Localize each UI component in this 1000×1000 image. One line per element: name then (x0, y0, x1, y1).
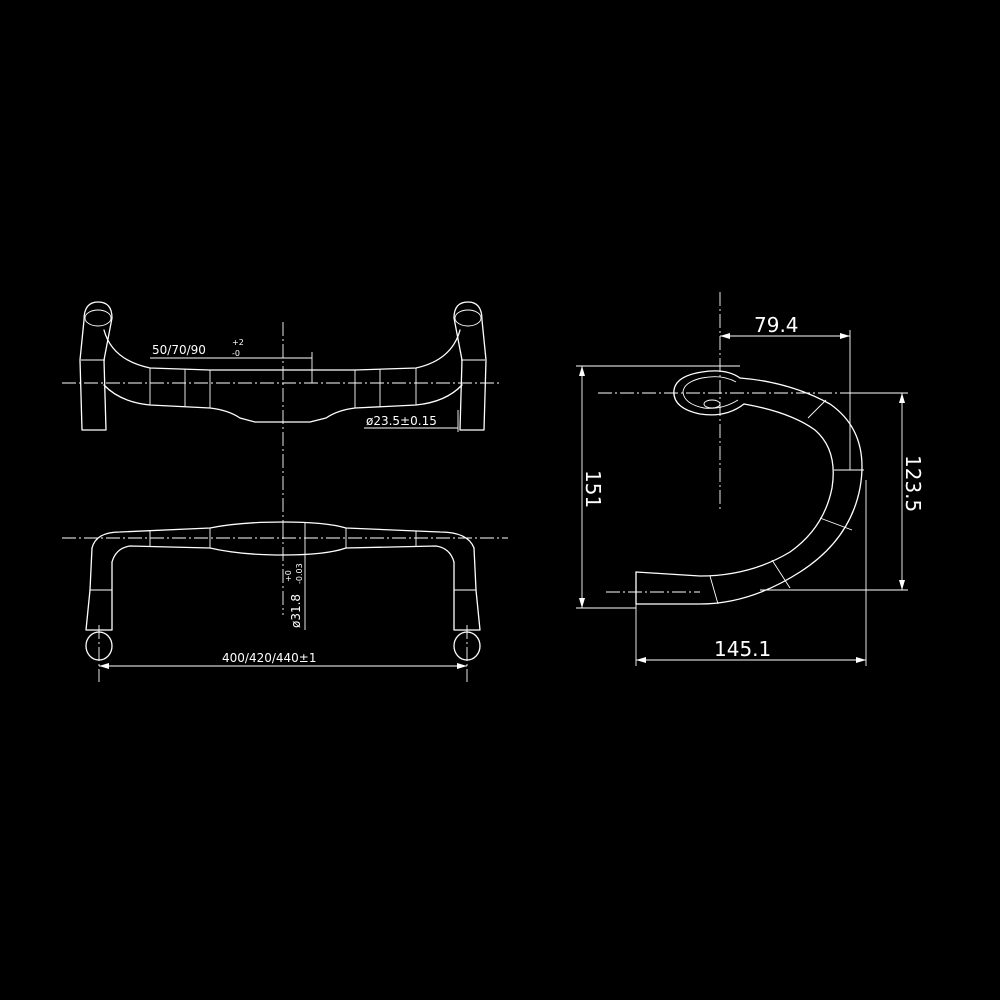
front-right-bar-end (454, 309, 482, 327)
top-width-arrow-right (457, 663, 467, 669)
side-total-drop-arrow-top (579, 366, 585, 376)
side-drop-label: 123.5 (901, 455, 925, 512)
side-drop-arrow-top (899, 393, 905, 403)
top-view: ø31.8 +0 -0.03 400/420/440±1 (62, 521, 508, 682)
side-total-drop-arrow-bottom (579, 598, 585, 608)
side-total-drop-label: 151 (581, 470, 605, 508)
top-clamp-tol-upper: +0 (284, 570, 293, 582)
side-view: 79.4 151 123.5 145.1 (576, 292, 925, 666)
side-clamp-inner (682, 376, 739, 409)
side-reach-arrow-right (856, 657, 866, 663)
top-right-drop-leg (453, 547, 481, 631)
side-reach-top-arrow-right (840, 333, 850, 339)
side-bar-inner-curve (635, 403, 834, 577)
side-section-line (819, 517, 853, 531)
top-clamp-tol-lower: -0.03 (295, 563, 304, 584)
side-section-line (807, 399, 827, 419)
side-reach-label: 145.1 (714, 637, 771, 661)
front-bar-top-contour (103, 329, 461, 371)
top-left-drop-leg (85, 547, 113, 631)
front-bar-bottom-contour (103, 384, 463, 423)
side-reach-arrow-left (636, 657, 646, 663)
side-section-line (771, 559, 791, 589)
front-drop-width-tol-upper: +2 (232, 338, 244, 347)
front-view: 50/70/90 +2 -0 ø23.5±0.15 (62, 301, 500, 525)
top-bar-upper-contour (91, 521, 475, 549)
side-bar-outer-curve (635, 377, 863, 605)
side-clamp-hole (703, 399, 721, 409)
top-clamp-diameter-label: ø31.8 (289, 594, 303, 628)
top-width-label: 400/420/440±1 (222, 651, 317, 665)
front-drop-width-tol-lower: -0 (232, 349, 240, 358)
front-left-bar-end (84, 309, 112, 327)
side-section-line (709, 575, 719, 605)
front-right-drop-tube (453, 301, 487, 431)
side-drop-arrow-bottom (899, 580, 905, 590)
side-clamp-top (673, 370, 745, 416)
side-reach-top-label: 79.4 (754, 313, 799, 337)
side-reach-top-arrow-left (720, 333, 730, 339)
front-left-drop-tube (79, 301, 113, 431)
front-drop-width-label: 50/70/90 (152, 343, 206, 357)
top-width-arrow-left (99, 663, 109, 669)
front-tube-diameter-label: ø23.5±0.15 (366, 414, 437, 428)
